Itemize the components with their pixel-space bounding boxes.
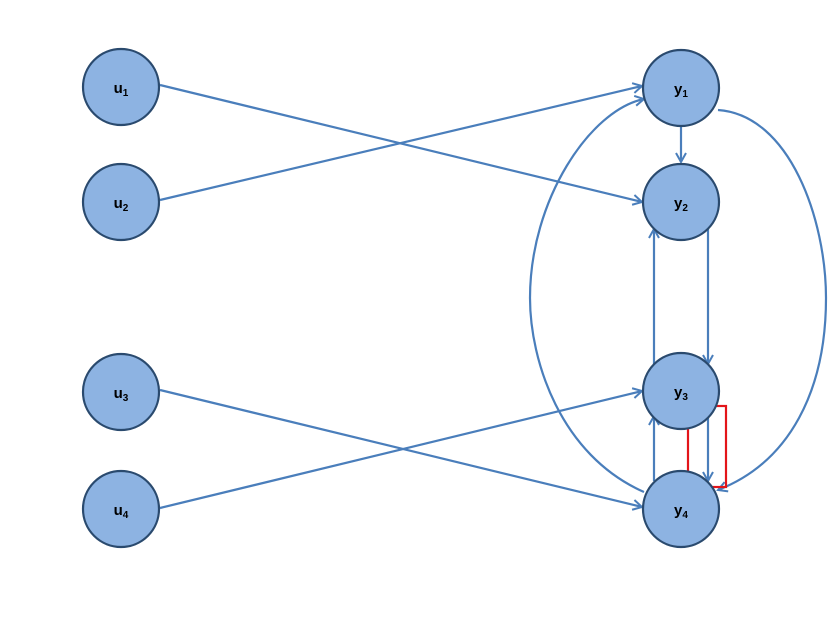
edge-y1-y4-loop: [718, 108, 828, 490]
node-y2-label: y2: [674, 195, 688, 214]
node-y3-label: y3: [674, 384, 688, 403]
node-u4[interactable]: u4: [81, 469, 161, 549]
node-y1-circle: [641, 48, 721, 128]
node-y3-circle: [641, 351, 721, 431]
node-u1-circle: [81, 47, 161, 127]
node-u4-label: u4: [114, 502, 129, 521]
node-u3[interactable]: u3: [81, 352, 161, 432]
node-u1-label: u1: [114, 80, 129, 99]
node-y2-circle: [641, 162, 721, 242]
node-u2-circle: [81, 162, 161, 242]
node-u4-circle: [81, 469, 161, 549]
node-u2-label: u2: [114, 195, 129, 214]
edge-y4-y1-loop: [528, 99, 644, 494]
edge-u4-y3: [159, 391, 642, 510]
node-u3-circle: [81, 352, 161, 432]
node-u3-label: u3: [114, 385, 129, 404]
node-y4-label: y4: [674, 502, 688, 521]
node-y1[interactable]: y1: [641, 48, 721, 128]
node-u1[interactable]: u1: [81, 47, 161, 127]
node-u2[interactable]: u2: [81, 162, 161, 242]
edges-layer: [159, 85, 828, 510]
node-y4[interactable]: y4: [641, 469, 721, 549]
node-y4-circle: [641, 469, 721, 549]
edge-u2-y1: [159, 86, 642, 202]
node-y1-label: y1: [674, 81, 688, 100]
nodes-layer: u1 u2 u3 u4 y1 y2 y3 y4: [81, 47, 721, 549]
node-y3[interactable]: y3: [641, 351, 721, 431]
node-y2[interactable]: y2: [641, 162, 721, 242]
